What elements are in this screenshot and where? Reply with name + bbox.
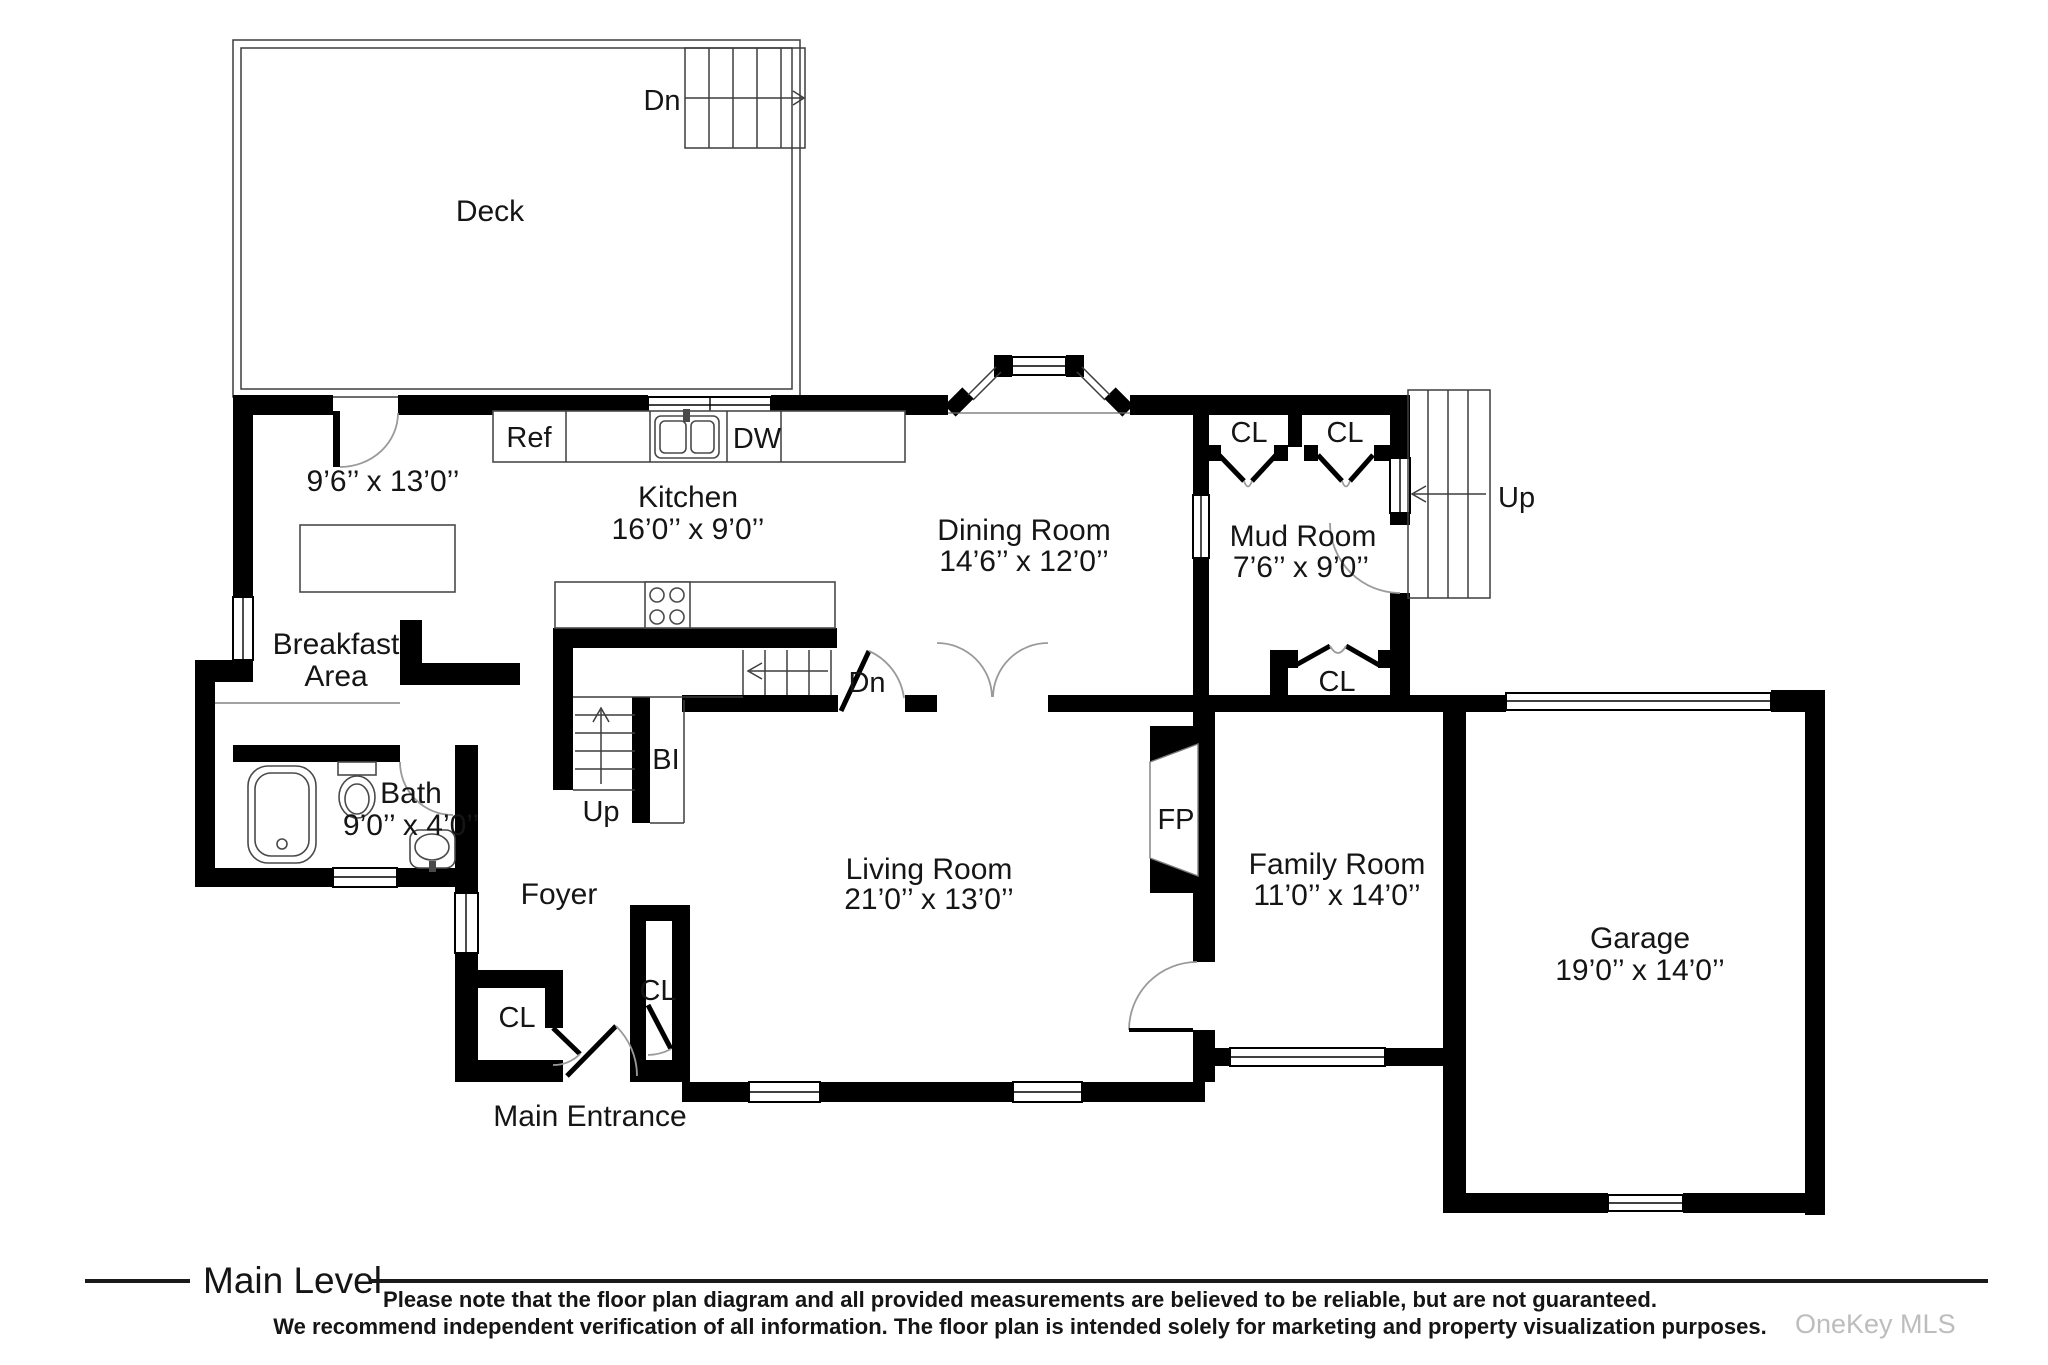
refrigerator-label: Ref bbox=[506, 422, 552, 454]
room-dims-mudroom: 7’6’’ x 9’0’’ bbox=[1233, 551, 1369, 584]
entrance-door-panel bbox=[565, 1024, 618, 1078]
closet-label-entry-right: CL bbox=[639, 975, 676, 1007]
room-dims-family: 11’0’’ x 14’0’’ bbox=[1253, 879, 1420, 912]
built-in-closet bbox=[650, 700, 685, 824]
room-label-foyer: Foyer bbox=[521, 878, 598, 911]
closet-left-door-arc bbox=[552, 1053, 581, 1066]
basement-door-panel bbox=[838, 649, 872, 713]
built-in-label: BI bbox=[652, 744, 679, 776]
room-dims-kitchen: 16’0’’ x 9’0’’ bbox=[612, 513, 765, 546]
closet-right-door-panel bbox=[645, 1003, 674, 1051]
room-label-breakfast-2: Area bbox=[304, 660, 368, 693]
stairs-up-mudroom bbox=[1407, 389, 1491, 599]
french-door-right-arc bbox=[992, 642, 1049, 698]
room-label-family: Family Room bbox=[1249, 848, 1426, 881]
closet-label-mud-bottom: CL bbox=[1318, 666, 1355, 698]
mudroom-stairs-up-label: Up bbox=[1498, 482, 1535, 514]
closet-right-door-arc bbox=[647, 1048, 672, 1056]
stairs-up-center bbox=[573, 706, 635, 791]
windows bbox=[232, 396, 1772, 1212]
closet-left-door-panel bbox=[551, 1026, 582, 1056]
stairs-dn-label: Dn bbox=[848, 667, 885, 699]
fireplace-label: FP bbox=[1157, 804, 1194, 836]
kitchen-stove bbox=[554, 581, 836, 629]
bifold-doors bbox=[1217, 453, 1381, 668]
room-label-living: Living Room bbox=[846, 853, 1013, 886]
stairs-down-center bbox=[573, 650, 832, 698]
fireplace bbox=[1149, 726, 1215, 893]
closet-label-entry-left: CL bbox=[498, 1002, 535, 1034]
walls bbox=[195, 395, 1825, 1215]
deck-stairs-dn-label: Dn bbox=[643, 85, 680, 117]
basement-door-arc bbox=[868, 650, 905, 699]
mls-watermark: OneKey MLS bbox=[1795, 1309, 1956, 1339]
french-door-left-arc bbox=[936, 642, 993, 698]
deck-stairs bbox=[684, 47, 806, 149]
toilet bbox=[337, 761, 377, 819]
room-label-deck: Deck bbox=[456, 195, 525, 228]
mudroom-door-arc bbox=[1329, 522, 1401, 594]
disclaimer-line-1: Please note that the floor plan diagram … bbox=[383, 1287, 1657, 1312]
room-dims-living: 21’0’’ x 13’0’’ bbox=[844, 883, 1014, 916]
room-dims-breakfast: 9’6’’ x 13’0’’ bbox=[307, 465, 460, 498]
room-label-breakfast-1: Breakfast bbox=[273, 628, 400, 661]
closet-label-mud-right: CL bbox=[1326, 417, 1363, 449]
bay-window bbox=[944, 355, 1134, 417]
main-entrance-label: Main Entrance bbox=[493, 1100, 686, 1133]
room-label-bath: Bath bbox=[380, 777, 442, 810]
closet-label-mud-left: CL bbox=[1230, 417, 1267, 449]
room-dims-dining: 14’6’’ x 12’0’’ bbox=[939, 545, 1109, 578]
family-room-door-arc bbox=[1128, 961, 1198, 1031]
doors bbox=[339, 412, 1401, 1078]
dishwasher-label: DW bbox=[733, 423, 782, 455]
room-label-kitchen: Kitchen bbox=[638, 481, 738, 514]
stairs-up-label: Up bbox=[582, 796, 619, 828]
breakfast-table bbox=[299, 524, 456, 593]
room-dims-bath: 9’0’’ x 4’0’’ bbox=[343, 809, 479, 842]
room-label-dining: Dining Room bbox=[937, 514, 1110, 547]
bathtub bbox=[247, 765, 317, 864]
entrance-door-arc bbox=[615, 1025, 638, 1077]
disclaimer-line-2: We recommend independent verification of… bbox=[273, 1314, 1766, 1339]
level-title: Main Level bbox=[203, 1260, 382, 1301]
kitchen-sink bbox=[654, 409, 720, 459]
bath-sink bbox=[409, 829, 456, 872]
breakfast-door-arc bbox=[339, 412, 399, 468]
bath-door-arc bbox=[399, 761, 454, 816]
footer: Main Level Please note that the floor pl… bbox=[85, 1260, 1988, 1339]
room-label-garage: Garage bbox=[1590, 922, 1690, 955]
room-dims-garage: 19’0’’ x 14’0’’ bbox=[1555, 954, 1725, 987]
room-label-mudroom: Mud Room bbox=[1230, 520, 1377, 553]
